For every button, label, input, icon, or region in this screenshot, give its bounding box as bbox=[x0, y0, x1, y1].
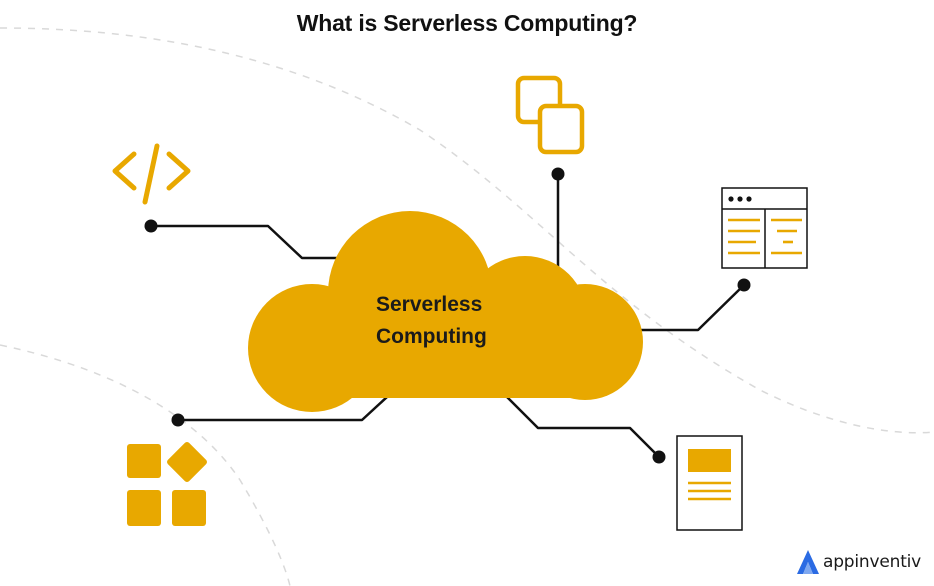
page-title: What is Serverless Computing? bbox=[296, 10, 638, 36]
dot-document bbox=[652, 450, 666, 464]
dashboard-window-icon bbox=[721, 187, 808, 269]
serverless-cloud bbox=[248, 211, 643, 412]
connector-code bbox=[151, 224, 360, 260]
copy-windows-icon bbox=[515, 75, 585, 155]
cloud-label-line2: Computing bbox=[376, 325, 487, 348]
cloud-label-line1: Serverless bbox=[376, 293, 483, 316]
brand-name: appinventiv bbox=[823, 552, 922, 572]
cloud-label: Serverless Computing bbox=[376, 289, 526, 353]
dot-code bbox=[144, 219, 158, 233]
brand-mark-icon bbox=[797, 550, 819, 574]
dot-copy bbox=[551, 167, 565, 181]
document-icon bbox=[676, 435, 743, 531]
connector-document bbox=[499, 389, 660, 458]
dot-apps bbox=[171, 413, 185, 427]
brand-logo: appinventiv bbox=[796, 547, 921, 577]
apps-grid-icon bbox=[127, 442, 207, 526]
dashed-curve-top bbox=[0, 27, 934, 434]
code-icon bbox=[112, 143, 191, 205]
connector-dots bbox=[144, 167, 751, 464]
dot-dashboard bbox=[737, 278, 751, 292]
connector-dashboard bbox=[620, 284, 745, 332]
dashed-curve-bottom bbox=[0, 344, 291, 586]
background-dashed-curves bbox=[0, 27, 934, 586]
